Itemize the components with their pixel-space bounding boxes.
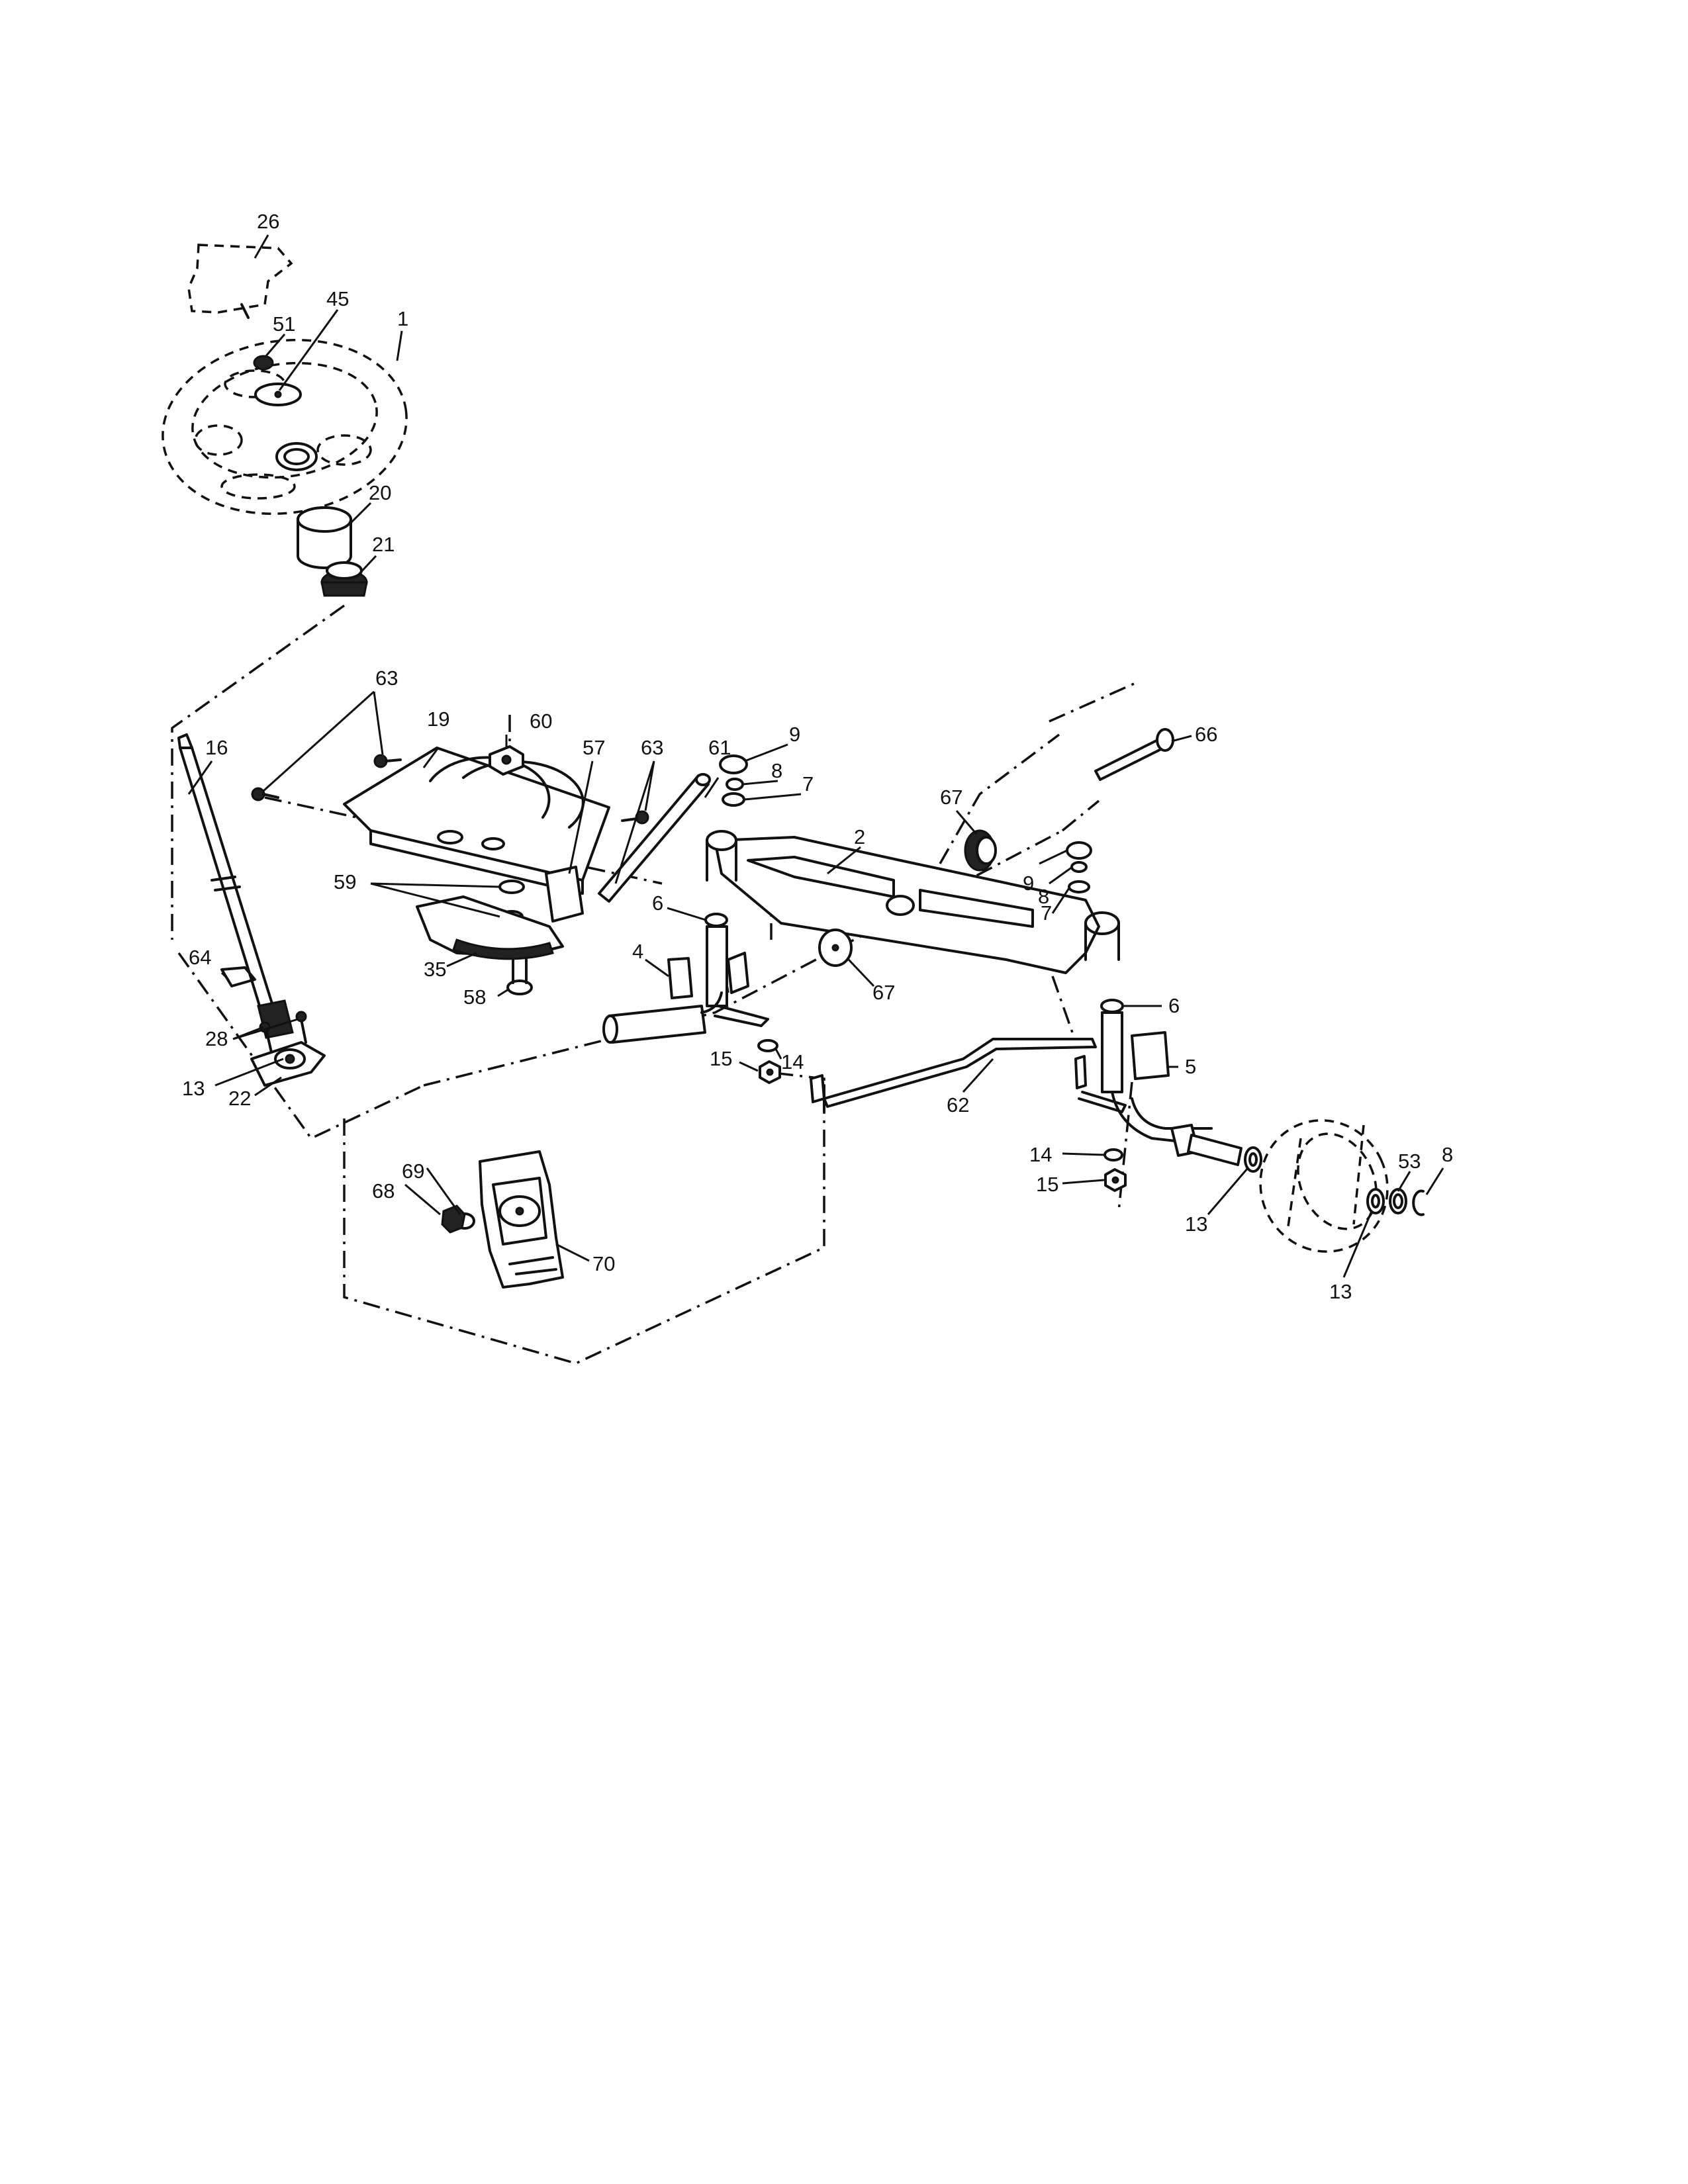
callout-61: 61 bbox=[708, 736, 731, 759]
callout-28: 28 bbox=[205, 1027, 228, 1050]
callout-7-right: 7 bbox=[1041, 901, 1052, 925]
part-14-washer-left bbox=[757, 1039, 778, 1052]
part-9-cap-right bbox=[1066, 841, 1092, 860]
part-67-spacer-lower bbox=[818, 929, 853, 967]
callout-8-left: 8 bbox=[771, 759, 782, 782]
part-20-bushing bbox=[297, 506, 352, 569]
assembly-centerlines bbox=[171, 604, 1139, 1365]
callout-13-wheel-inner: 13 bbox=[1185, 1212, 1207, 1236]
callout-2: 2 bbox=[854, 825, 865, 848]
part-14-washer-right bbox=[1103, 1148, 1123, 1161]
callout-45: 45 bbox=[326, 287, 349, 310]
callout-67-lower: 67 bbox=[872, 981, 895, 1004]
callout-8-wheel: 8 bbox=[1442, 1143, 1453, 1166]
part-13-washer-outer bbox=[1366, 1188, 1385, 1214]
callout-35: 35 bbox=[424, 958, 446, 981]
part-8-clip-left bbox=[726, 778, 744, 791]
part-22-flange-bearing bbox=[250, 1041, 326, 1087]
part-5-right-spindle bbox=[1074, 1011, 1243, 1166]
part-67-spacer-upper bbox=[964, 829, 997, 872]
callout-15-left: 15 bbox=[710, 1047, 732, 1070]
part-15-nut-left bbox=[759, 1060, 781, 1084]
part-51-nut bbox=[253, 355, 274, 371]
callout-15-right: 15 bbox=[1036, 1173, 1058, 1196]
callout-7-left: 7 bbox=[802, 772, 814, 796]
part-60-nut bbox=[489, 745, 524, 776]
callout-4: 4 bbox=[632, 940, 643, 963]
part-7-washer-right bbox=[1068, 880, 1090, 893]
part-6-washer-left bbox=[704, 913, 728, 927]
callout-59: 59 bbox=[334, 870, 356, 893]
callout-67-upper: 67 bbox=[940, 786, 962, 809]
part-7-washer-left bbox=[722, 792, 745, 807]
callout-63-right: 63 bbox=[641, 736, 663, 759]
part-63-bolt-a bbox=[251, 754, 402, 801]
part-8-clip-right bbox=[1070, 861, 1088, 873]
part-16-steering-shaft bbox=[177, 733, 294, 1039]
part-68-nut bbox=[441, 1205, 466, 1234]
callout-26: 26 bbox=[257, 210, 279, 233]
part-6-washer-right bbox=[1100, 999, 1124, 1013]
callout-6-right: 6 bbox=[1168, 994, 1180, 1017]
part-58-shoulder-bolt bbox=[506, 958, 533, 995]
part-61-rod bbox=[598, 773, 711, 903]
callout-19: 19 bbox=[427, 707, 449, 731]
callout-1: 1 bbox=[397, 307, 408, 330]
part-70-link-plate bbox=[479, 1150, 564, 1289]
part-spline-hub bbox=[275, 442, 318, 471]
callout-9-left: 9 bbox=[789, 723, 800, 746]
part-62-drag-link bbox=[810, 1038, 1097, 1113]
part-4-left-spindle bbox=[602, 925, 769, 1044]
front-wheel bbox=[1259, 1119, 1389, 1253]
callout-8-right: 8 bbox=[1038, 885, 1049, 908]
callout-13-wheel-outer: 13 bbox=[1329, 1280, 1352, 1303]
callout-60: 60 bbox=[530, 709, 552, 733]
part-2-front-axle bbox=[706, 830, 1120, 974]
callout-62: 62 bbox=[947, 1093, 969, 1116]
callout-69: 69 bbox=[402, 1160, 424, 1183]
callout-64: 64 bbox=[189, 946, 211, 969]
part-21-steering-gear bbox=[320, 561, 368, 597]
callout-5: 5 bbox=[1185, 1055, 1196, 1078]
callout-51: 51 bbox=[273, 312, 295, 336]
part-15-nut-right bbox=[1104, 1168, 1127, 1192]
callout-6-left: 6 bbox=[652, 891, 663, 915]
callout-labels: 26 45 1 51 20 21 63 19 60 57 63 16 59 35… bbox=[182, 210, 1453, 1303]
callout-13-steering: 13 bbox=[182, 1077, 205, 1100]
callout-20: 20 bbox=[369, 481, 391, 504]
part-45-cap bbox=[254, 383, 302, 406]
part-13-washer-inner bbox=[1244, 1146, 1262, 1173]
part-35-sector-gear bbox=[416, 895, 564, 960]
callout-9-right: 9 bbox=[1023, 872, 1034, 895]
callout-53: 53 bbox=[1398, 1150, 1421, 1173]
callout-16: 16 bbox=[205, 736, 228, 759]
callout-14-right: 14 bbox=[1029, 1143, 1052, 1166]
part-26-wheel-insert bbox=[187, 244, 293, 319]
part-19-steering-plate bbox=[343, 747, 610, 923]
callout-70: 70 bbox=[592, 1252, 615, 1275]
callout-63-left: 63 bbox=[375, 666, 398, 690]
callout-14-left: 14 bbox=[781, 1050, 804, 1073]
part-8-retaining-ring bbox=[1412, 1189, 1425, 1216]
part-64-clip bbox=[220, 966, 256, 987]
callout-21: 21 bbox=[372, 533, 395, 556]
callout-57: 57 bbox=[583, 736, 605, 759]
callout-68: 68 bbox=[372, 1179, 395, 1203]
part-66-pivot-bolt bbox=[1094, 728, 1174, 781]
leader-lines bbox=[187, 234, 1444, 1278]
part-53-washer bbox=[1389, 1188, 1407, 1214]
callout-58: 58 bbox=[463, 985, 486, 1009]
callout-66: 66 bbox=[1195, 723, 1217, 746]
callout-22: 22 bbox=[228, 1087, 251, 1110]
part-9-cap-left bbox=[719, 754, 748, 774]
